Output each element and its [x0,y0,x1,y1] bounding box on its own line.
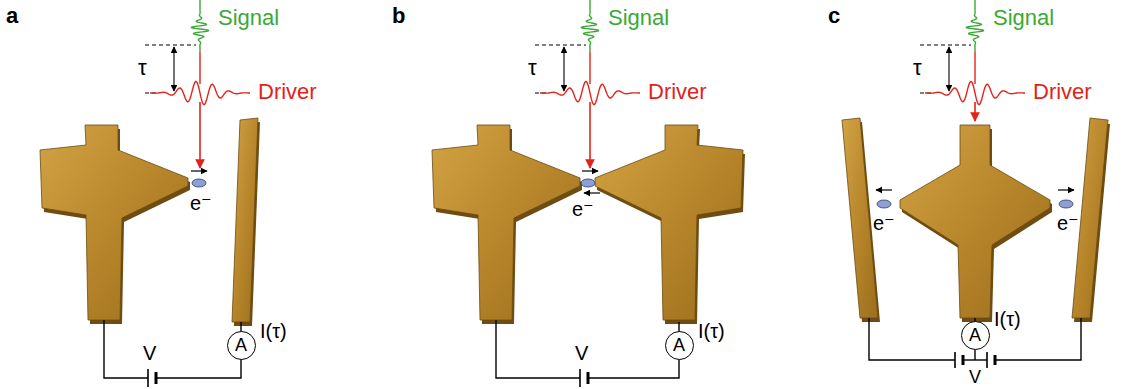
waveform-line [589,52,590,84]
figure-label: τ [528,56,537,80]
figure-label: e⁻ [572,198,594,220]
ammeter-letter: A [673,336,685,354]
electrons [192,179,1073,208]
figure-label: Driver [648,80,707,104]
waveform-line [589,102,591,168]
waveform-line [150,81,250,104]
figure-label: V [575,342,588,364]
ammeter-letter: A [235,336,247,354]
waveform-line [581,0,598,52]
waveform-line [191,0,208,52]
figure-label: c [828,4,840,28]
waveform-line [966,0,983,52]
figure-label: τ [138,56,147,80]
figure-label: V [143,342,156,364]
figure-label: Signal [608,6,669,30]
electron-motion-arrows [191,171,1074,193]
figure-label: e⁻ [1057,212,1079,234]
ammeter-symbol: A [961,321,990,350]
circuit-wires [104,318,1081,378]
figure-label: I(τ) [994,308,1021,330]
figure-label: I(τ) [698,320,725,342]
waveform-line [974,52,975,84]
figure-label: Signal [993,6,1054,30]
figure-label: e⁻ [190,192,212,214]
figure-label: Driver [1033,80,1092,104]
figure-label: e⁻ [873,212,895,234]
figure-label: τ [913,56,922,80]
battery-symbols [148,352,995,387]
figure-label: a [6,4,18,28]
figure-label: b [392,4,405,28]
ammeter-symbol: A [227,331,256,360]
waveform-line [199,52,200,84]
ammeter-symbol: A [665,331,694,360]
figure-label: Driver [258,80,317,104]
ammeter-letter: A [969,326,981,344]
waveform-line [974,102,976,121]
figure-label: I(τ) [260,320,287,342]
figure-label: Signal [218,6,279,30]
waveform-line [199,102,201,168]
electrode-sides [42,122,1110,326]
pulse-waveforms [150,0,1025,168]
waveform-line [540,81,640,104]
waveform-line [925,81,1025,104]
figure-label: V [969,368,981,386]
